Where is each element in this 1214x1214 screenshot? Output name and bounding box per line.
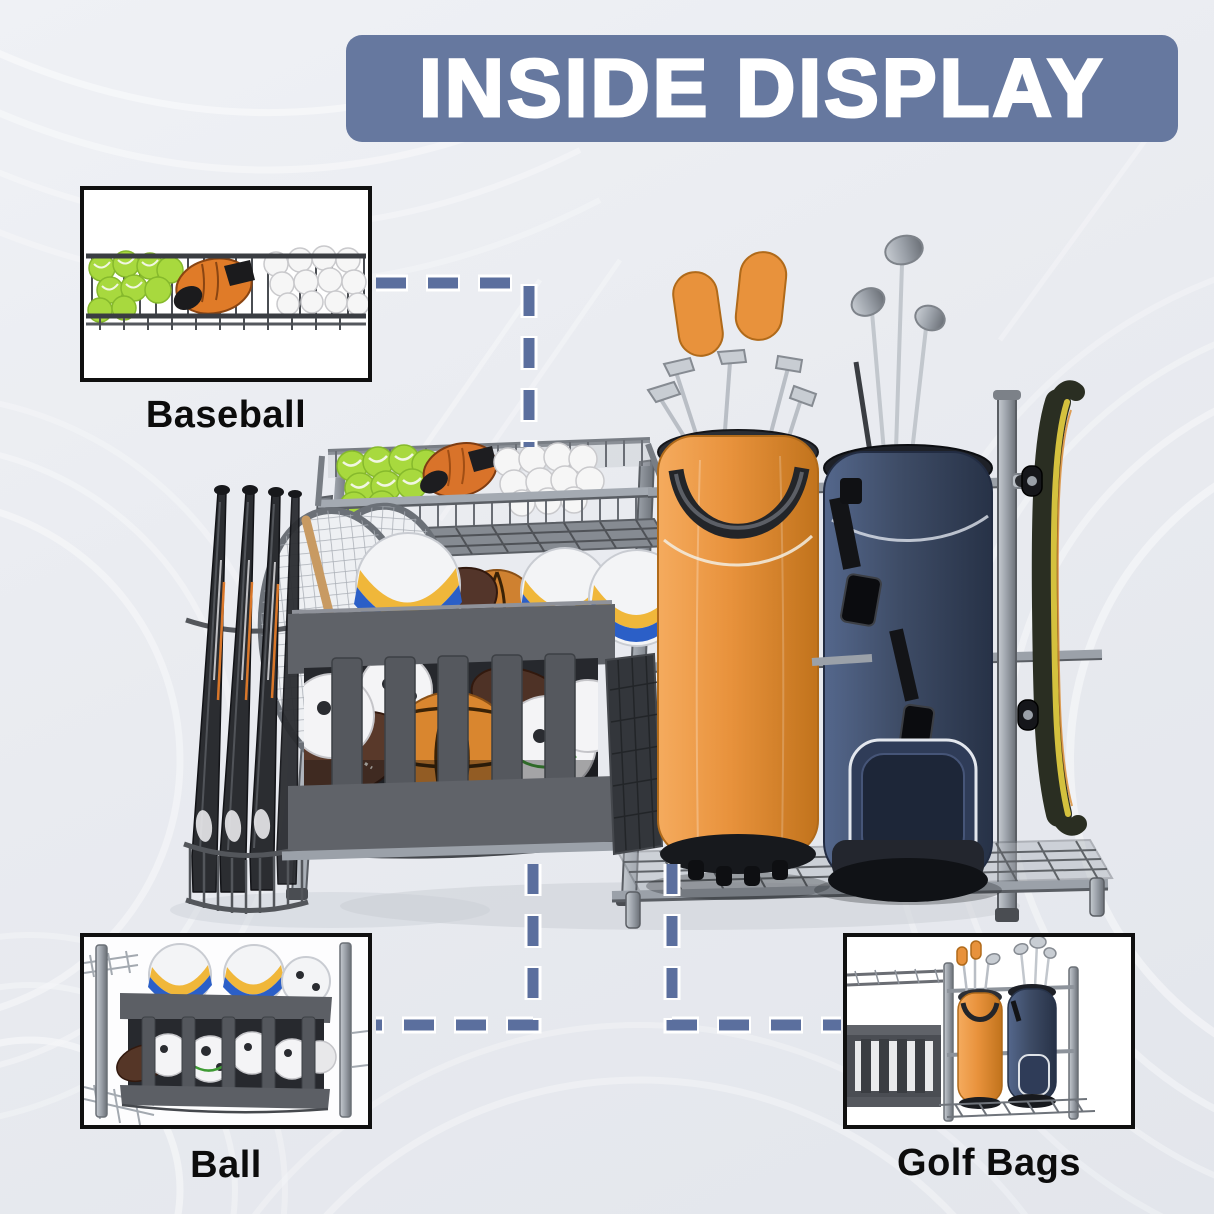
callout-ball-box [80, 933, 372, 1129]
dark-basket [847, 1025, 941, 1107]
ball-label: Ball [190, 1144, 262, 1186]
golf-clubs [850, 234, 946, 453]
baseball-label: Baseball [145, 394, 307, 436]
wooden-bat [301, 515, 335, 621]
golf-bag-orange [956, 940, 1003, 1109]
title-banner: INSIDE DISPLAY [346, 35, 1178, 142]
golf-bag-navy [823, 234, 993, 902]
callout-connectors [376, 274, 841, 1034]
fabric-basket [116, 993, 337, 1114]
skateboard [1011, 380, 1087, 836]
golf-clubs [646, 251, 818, 448]
page-title: INSIDE DISPLAY [417, 41, 1106, 135]
baseball-glove [420, 442, 498, 498]
ball-detail-image [84, 937, 368, 1125]
storage-rack [183, 234, 1114, 929]
baseballs [493, 442, 605, 517]
mesh-side-pocket [604, 652, 664, 856]
fabric-ball-basket [281, 600, 621, 861]
golf-bag-orange [646, 251, 819, 886]
callout-golf-bags-box [843, 933, 1135, 1129]
golf-bags-label: Golf Bags [897, 1142, 1081, 1184]
baseball-detail-image [84, 190, 368, 378]
golf-bags-detail-image [847, 937, 1131, 1125]
baseball-glove [173, 257, 255, 315]
callout-baseball-box [80, 186, 372, 382]
golf-bag-navy [1007, 937, 1057, 1108]
basket-straps [331, 653, 576, 807]
